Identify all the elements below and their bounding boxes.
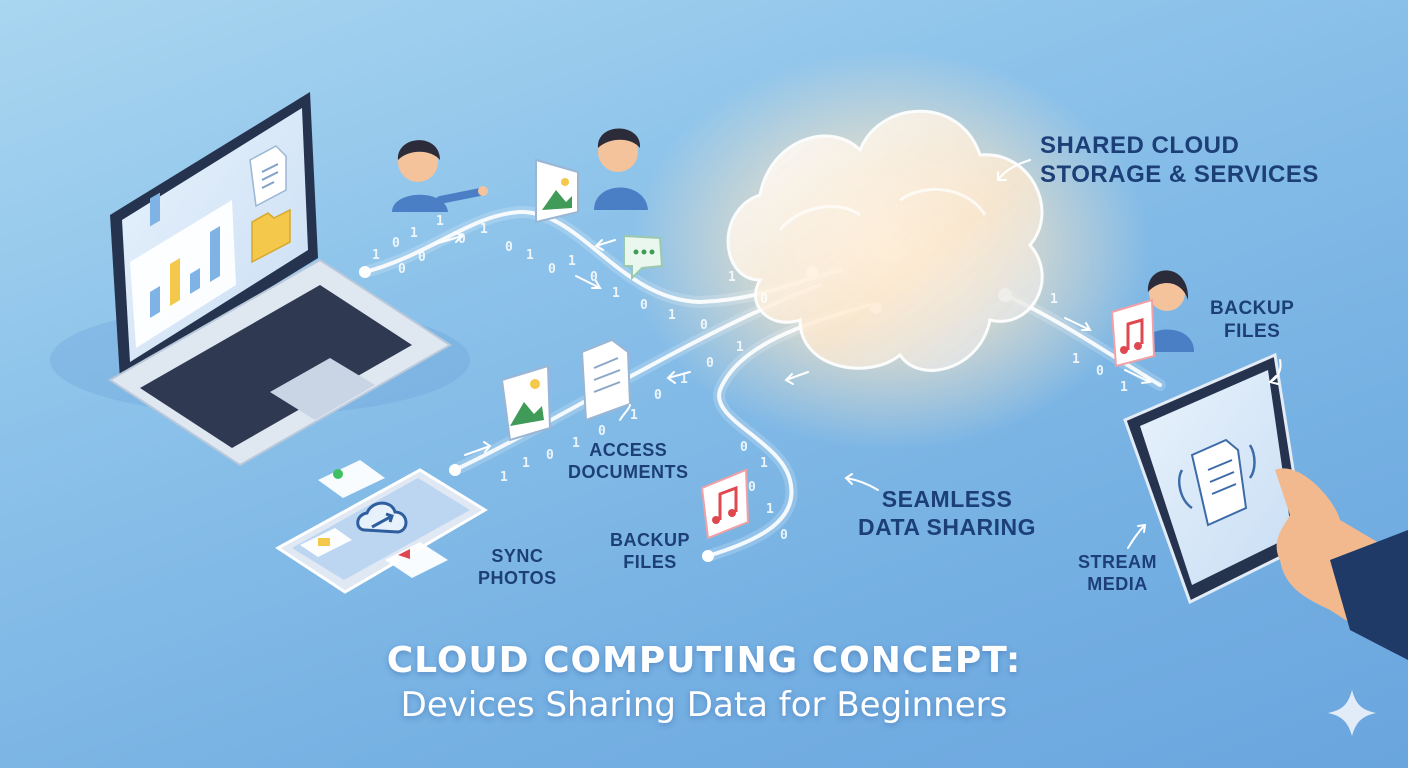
document-sync-icon [1178, 438, 1256, 527]
binary-digit: 1 [760, 456, 768, 471]
tablet-icon [1123, 352, 1408, 660]
binary-digit: 1 [1050, 292, 1058, 307]
binary-digit: 1 [630, 408, 638, 423]
binary-digit: 0 [640, 298, 648, 313]
binary-digit: 0 [548, 262, 556, 277]
binary-digit: 1 [1120, 380, 1128, 395]
label-shared-cloud: SHARED CLOUD STORAGE & SERVICES [1040, 132, 1319, 188]
binary-digit: 0 [1096, 364, 1104, 379]
binary-digit: 0 [418, 250, 426, 265]
binary-digit: 0 [700, 318, 708, 333]
binary-digit: 0 [598, 424, 606, 439]
cloud-icon [726, 109, 1044, 372]
binary-digit: 0 [398, 262, 406, 277]
binary-digit: 1 [612, 286, 620, 301]
label-stream-media: STREAM MEDIA [1078, 552, 1157, 594]
music-note-icon [700, 468, 750, 540]
binary-digit: 0 [654, 388, 662, 403]
binary-digit: 1 [568, 254, 576, 269]
binary-digit: 1 [766, 502, 774, 517]
document-icon-2 [580, 338, 632, 422]
binary-digit: 1 [372, 248, 380, 263]
person-woman-pointing [392, 140, 488, 212]
label-sync-photos: SYNC PHOTOS [478, 546, 557, 588]
binary-digit: 0 [392, 236, 400, 251]
label-backup-files-center: BACKUP FILES [610, 530, 691, 572]
binary-digit: 0 [546, 448, 554, 463]
binary-digit: 1 [436, 214, 444, 229]
binary-digit: 0 [740, 440, 748, 455]
hand-icon [1275, 468, 1408, 660]
smartphone-icon [275, 460, 488, 594]
label-backup-files-right: BACKUP FILES [1210, 298, 1295, 342]
binary-digit: 1 [572, 436, 580, 451]
binary-digit: 1 [680, 372, 688, 387]
image-icon-2 [500, 364, 552, 442]
page-subtitle: Devices Sharing Data for Beginners [400, 685, 1008, 725]
stream-backup [706, 303, 872, 558]
binary-digit: 1 [728, 270, 736, 285]
folder-icon [251, 208, 291, 264]
binary-digit: 1 [526, 248, 534, 263]
binary-digit: 1 [1072, 352, 1080, 367]
label-access-documents: ACCESS DOCUMENTS [568, 440, 689, 482]
binary-digit: 1 [410, 226, 418, 241]
label-seamless-sharing: SEAMLESS DATA SHARING [858, 486, 1037, 540]
binary-digit: 1 [736, 340, 744, 355]
binary-digit: 0 [780, 528, 788, 543]
chat-bubble-icon [623, 234, 664, 281]
sparkle-icon [1328, 690, 1376, 736]
label-arrows [619, 159, 1282, 549]
binary-digit: 1 [522, 456, 530, 471]
binary-digit: 0 [458, 232, 466, 247]
binary-digit: 1 [668, 308, 676, 323]
binary-digit: 0 [590, 270, 598, 285]
person-man [594, 128, 648, 210]
binary-digit: 0 [760, 292, 768, 307]
binary-digit: 0 [748, 480, 756, 495]
document-icon [249, 145, 287, 208]
flow-arrows [434, 231, 1152, 456]
binary-digit: 0 [706, 356, 714, 371]
page-title: CLOUD COMPUTING CONCEPT: [386, 640, 1022, 681]
music-note-icon-2 [1110, 298, 1156, 368]
title-block: CLOUD COMPUTING CONCEPT: Devices Sharing… [0, 640, 1408, 725]
binary-digit: 1 [500, 470, 508, 485]
binary-digit: 1 [480, 222, 488, 237]
laptop-icon [50, 92, 470, 467]
binary-digit: 0 [505, 240, 513, 255]
cloud-sync-icon [356, 501, 408, 534]
image-icon [535, 158, 579, 224]
